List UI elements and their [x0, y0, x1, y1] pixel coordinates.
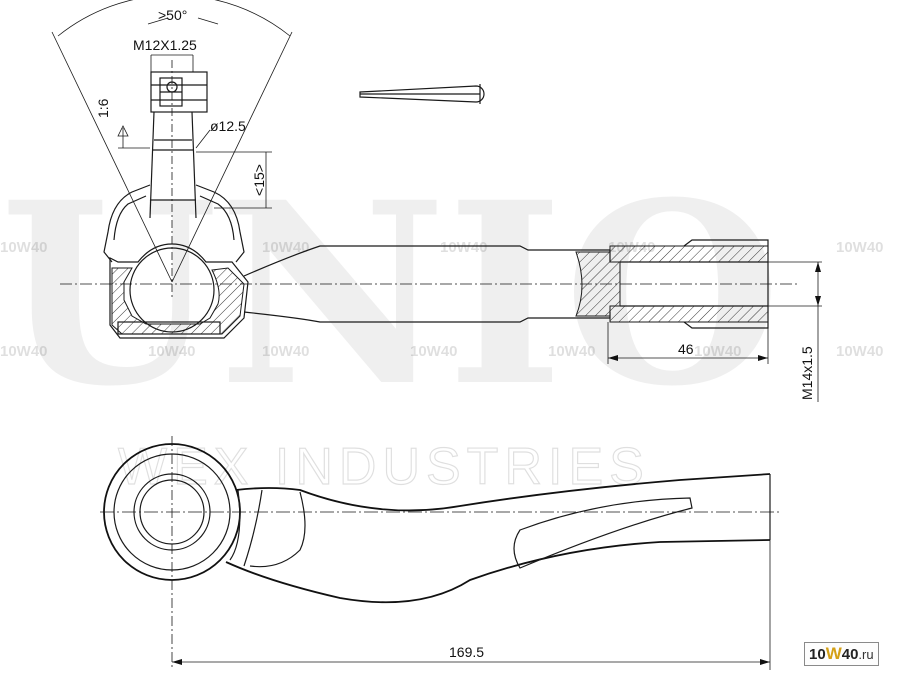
- top-section-view: >50° M12X1.25 1:6 ø12.5 <15>: [51, 0, 822, 402]
- thread-inner-label: M14x1.5: [799, 346, 815, 400]
- bottom-plan-view: 169.5: [100, 436, 780, 670]
- ball-socket-housing: [109, 243, 249, 339]
- watermark-tag: 10W40: [262, 343, 310, 360]
- watermark-tag: 10W40: [548, 343, 596, 360]
- watermark-tag: 10W40: [0, 343, 48, 360]
- watermark-tag: 10W40: [262, 239, 310, 256]
- watermark-subtitle: WEX INDUSTRIES: [118, 438, 650, 496]
- watermark-tag: 10W40: [410, 343, 458, 360]
- thread-stud-label: M12X1.25: [133, 37, 197, 53]
- cotter-pin: [359, 85, 485, 103]
- dust-boot: [103, 184, 151, 263]
- badge-domain: .ru: [858, 646, 874, 662]
- watermark-tag: 10W40: [694, 343, 742, 360]
- overall-length-label: 169.5: [449, 644, 484, 660]
- watermark-tag: 10W40: [148, 343, 196, 360]
- housing-plug: [117, 321, 221, 335]
- badge-num: 10: [809, 645, 826, 663]
- watermark-tag: 10W40: [836, 343, 884, 360]
- taper-length-label: <15>: [251, 164, 267, 196]
- watermark-tag: 10W40: [440, 239, 488, 256]
- badge-w: W: [825, 644, 842, 663]
- taper-ratio: 1:6: [95, 98, 111, 118]
- stud-diameter-label: ø12.5: [210, 118, 246, 134]
- watermark-tag: 10W40: [836, 239, 884, 256]
- arm-lower-edge: [243, 311, 611, 323]
- arm-upper-edge: [243, 245, 611, 277]
- housing-section: [111, 267, 245, 335]
- angle-line-left: [51, 31, 173, 283]
- badge-num2: 40: [841, 645, 859, 663]
- arm-outline-lower: [225, 539, 771, 604]
- angle-arc: [57, 0, 291, 37]
- ball-joint: [129, 247, 215, 333]
- wrench-flat: [513, 497, 693, 569]
- watermark-tag: 10W40: [0, 239, 48, 256]
- castle-nut: [150, 71, 208, 113]
- angle-label: >50°: [158, 7, 187, 23]
- angle-line-right: [171, 31, 293, 283]
- thread-depth-label: 46: [678, 341, 694, 357]
- arm-outline-upper: [235, 473, 771, 512]
